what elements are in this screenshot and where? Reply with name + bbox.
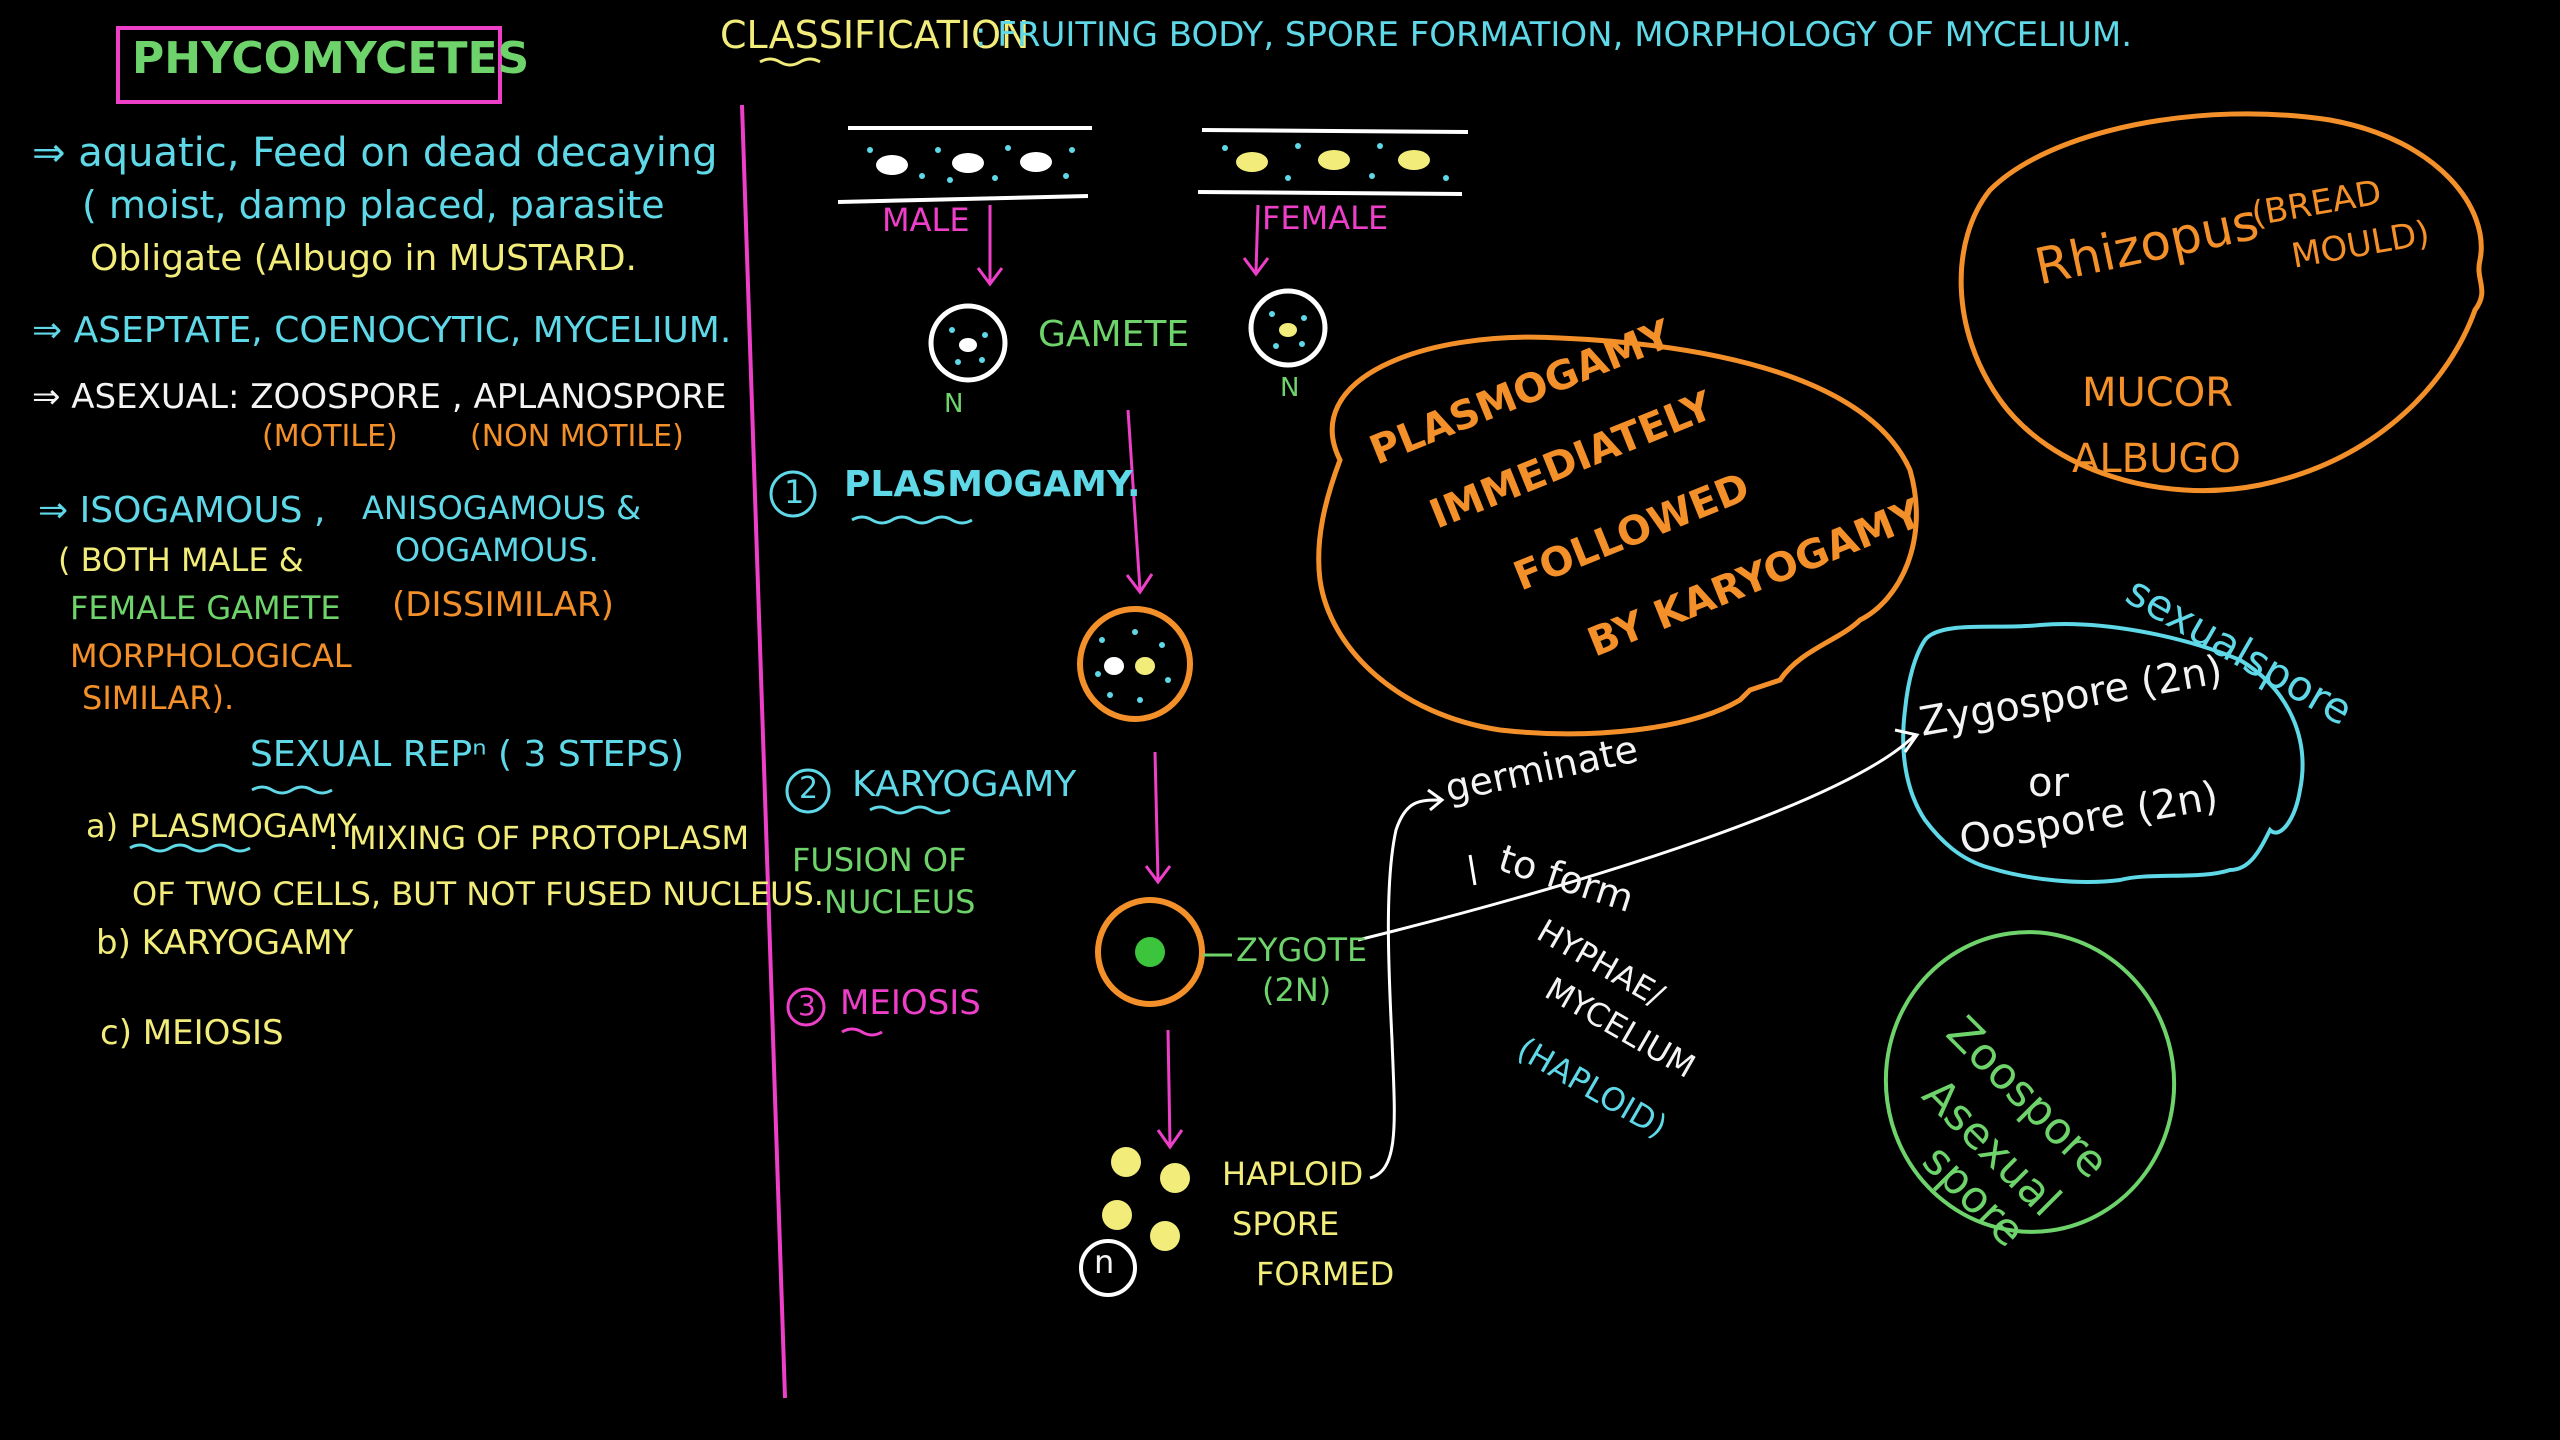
note-obligate: Obligate (Albugo in MUSTARD. <box>90 238 637 279</box>
arrows-to-gametes <box>976 204 1270 287</box>
note-aquatic: ⇒ aquatic, Feed on dead decaying <box>32 130 718 176</box>
zygote-ploidy: (2N) <box>1262 971 1332 1009</box>
note-isogamous: ⇒ ISOGAMOUS , <box>38 490 326 531</box>
step3-meiosis: MEIOSIS <box>840 983 981 1023</box>
note-dissimilar: (DISSIMILAR) <box>392 585 614 625</box>
plasmogamy-cell <box>1077 606 1193 722</box>
example-albugo: ALBUGO <box>2072 436 2241 482</box>
step2-karyogamy: KARYOGAMY <box>852 764 1077 805</box>
haploid-n-label: n <box>1094 1243 1115 1281</box>
note-morphological: MORPHOLOGICAL <box>70 637 352 675</box>
step-c-meiosis: c) MEIOSIS <box>100 1013 284 1053</box>
step2-circle <box>785 768 831 814</box>
zygospore-arrowhead <box>1894 728 1920 753</box>
note-oogamous: OOGAMOUS. <box>395 531 599 569</box>
note-similar: SIMILAR). <box>82 679 235 717</box>
zygote-label: ZYGOTE <box>1236 931 1368 969</box>
germinate-bar <box>1468 854 1477 886</box>
zygote-cell <box>1095 897 1232 1007</box>
plasmogamy-bubble-outline <box>1316 334 1919 737</box>
classification-text: : FRUITING BODY, SPORE FORMATION, MORPHO… <box>975 15 2133 55</box>
or-label: or <box>2028 760 2069 806</box>
note-asexual: ⇒ ASEXUAL: ZOOSPORE , APLANOSPORE <box>32 377 727 417</box>
sexual-reproduction-heading: SEXUAL REPⁿ ( 3 STEPS) <box>250 734 685 775</box>
step-a-definition: : MIXING OF PROTOPLASM <box>328 819 750 857</box>
male-gamete <box>928 303 1008 383</box>
label-female: FEMALE <box>1262 199 1389 237</box>
step-a-plasmogamy: PLASMOGAMY <box>130 807 357 845</box>
note-both-male: ( BOTH MALE & <box>58 541 304 579</box>
germinate-curve <box>1369 798 1441 1180</box>
step-a-continuation: OF TWO CELLS, BUT NOT FUSED NUCLEUS. <box>132 875 824 913</box>
female-gamete <box>1248 288 1328 368</box>
title-box <box>116 26 502 104</box>
arrow-plasmogamy <box>1125 409 1154 595</box>
note-non-motile: (NON MOTILE) <box>470 419 684 454</box>
sexual-spore-outline <box>1901 622 2305 884</box>
step1-plasmogamy: PLASMOGAMY. <box>844 464 1141 505</box>
step3-number: 3 <box>798 989 816 1022</box>
page-title: PHYCOMYCETES <box>132 33 530 84</box>
label-n-female: N <box>1280 373 1300 403</box>
label-gamete: GAMETE <box>1038 314 1190 355</box>
label-male: MALE <box>882 201 970 239</box>
formed-label: FORMED <box>1256 1255 1395 1293</box>
spore-label: SPORE <box>1232 1205 1340 1243</box>
label-n-male: N <box>944 389 964 419</box>
note-motile: (MOTILE) <box>262 419 398 454</box>
arrow-meiosis <box>1156 1029 1184 1150</box>
nucleus-label: NUCLEUS <box>824 883 976 921</box>
male-hypha <box>837 126 1092 204</box>
note-female-gamete: FEMALE GAMETE <box>70 589 341 627</box>
classification-heading: CLASSIFICATION <box>720 13 1030 57</box>
arrow-karyogamy <box>1144 751 1172 885</box>
step-b-karyogamy: b) KARYOGAMY <box>96 923 354 963</box>
zygote-to-zygospore-arrow <box>1357 733 1917 942</box>
note-anisogamous: ANISOGAMOUS & <box>362 489 642 527</box>
example-mucor: MUCOR <box>2082 370 2233 416</box>
n-circle <box>1079 1239 1137 1297</box>
step1-circle <box>769 470 817 518</box>
step2-number: 2 <box>799 771 819 806</box>
female-hypha <box>1197 128 1469 196</box>
step1-number: 1 <box>784 473 805 511</box>
note-moist: ( moist, damp placed, parasite <box>82 183 665 227</box>
note-aseptate: ⇒ ASEPTATE, COENOCYTIC, MYCELIUM. <box>32 310 732 351</box>
examples-circle <box>1958 111 2485 494</box>
divider-line <box>740 104 787 1399</box>
haploid-spores <box>1102 1147 1190 1251</box>
fusion-of-label: FUSION OF <box>792 841 967 879</box>
underlines <box>129 57 973 1037</box>
haploid-label: HAPLOID <box>1222 1155 1364 1193</box>
asexual-spore-circle <box>1883 930 2177 1234</box>
step3-circle <box>786 987 826 1027</box>
germinate-arrowhead <box>1427 788 1445 812</box>
step-a-label: a) <box>86 807 119 845</box>
